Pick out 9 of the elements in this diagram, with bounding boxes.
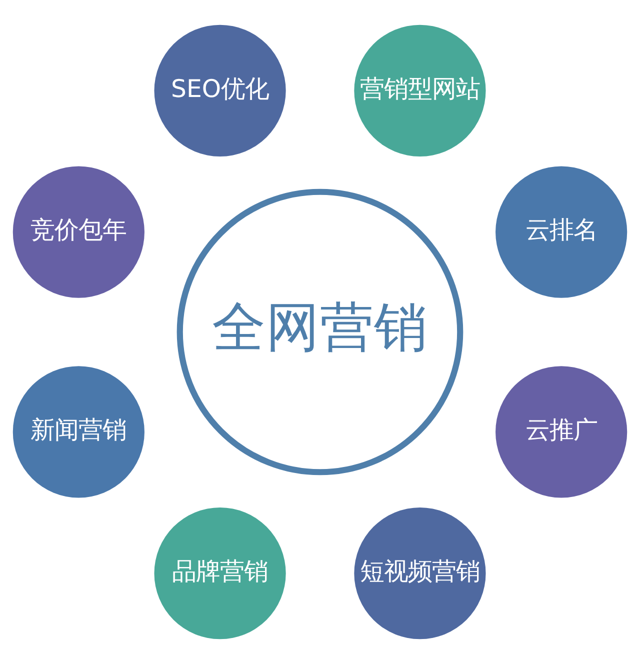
node-circle: 云排名 [496,166,628,298]
node-circle: 短视频营销 [354,508,486,640]
node-circle: 品牌营销 [154,508,286,640]
node-circle: SEO优化 [154,24,286,156]
node-circle: 竞价包年 [12,166,144,298]
node-circle: 营销型网站 [354,24,486,156]
node-circle: 新闻营销 [12,366,144,498]
node-circle: 云推广 [496,366,628,498]
node-circle: 全网营销 [176,188,464,476]
